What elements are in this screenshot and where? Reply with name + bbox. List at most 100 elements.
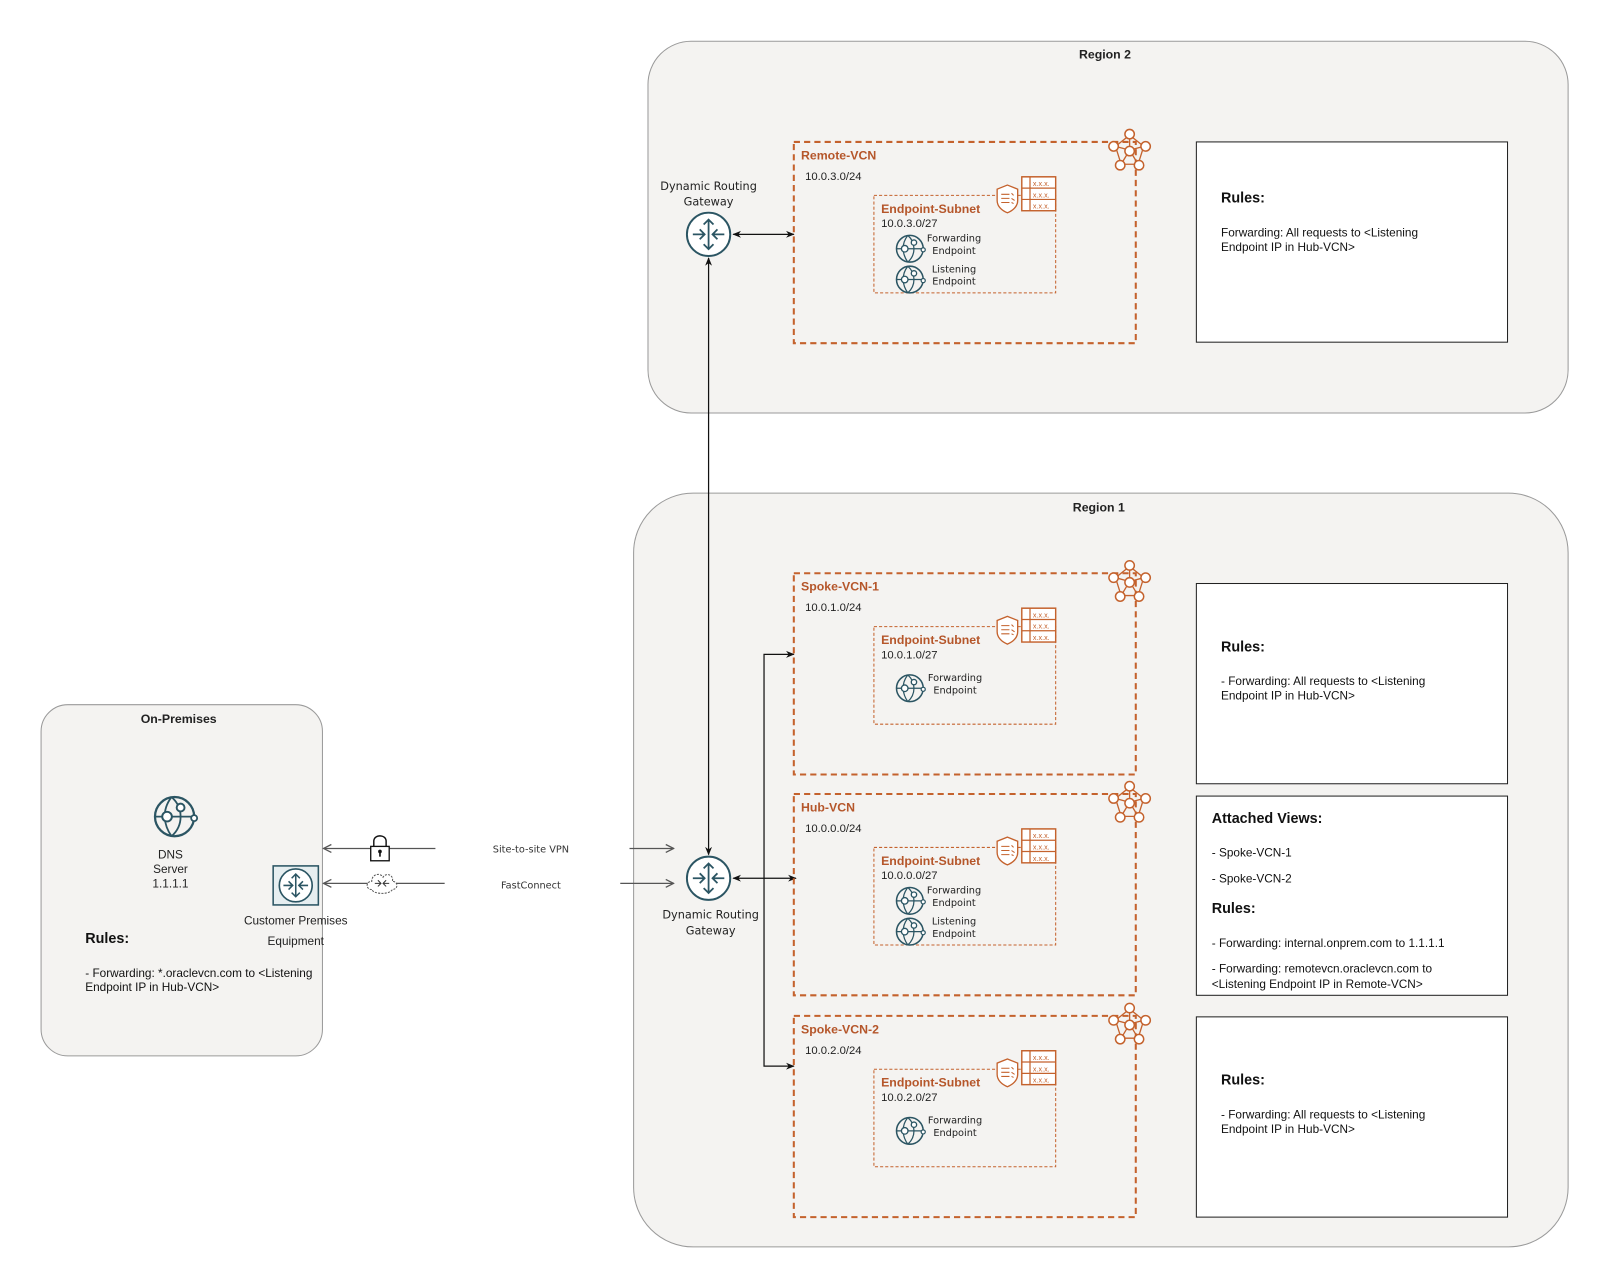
spoke-vcn-2-rules-panel: Rules: - Forwarding: All requests to <Li… <box>1195 1016 1509 1218</box>
security-list-shield-icon <box>996 836 1019 866</box>
svg-text:x.x.x.: x.x.x. <box>1033 855 1050 863</box>
vcn-name: Spoke-VCN-2 <box>801 1022 879 1036</box>
route-table-icon: x.x.x. x.x.x. x.x.x. <box>1021 828 1057 864</box>
lock-icon <box>370 835 390 862</box>
endpoint-label: Listening <box>932 916 976 927</box>
svg-text:x.x.x.: x.x.x. <box>1033 832 1050 840</box>
vcn-cidr: 10.0.1.0/24 <box>805 602 861 614</box>
vcn-name: Spoke-VCN-1 <box>801 580 879 594</box>
vcn-layer: Remote-VCN10.0.3.0/24Endpoint-Subnet10.0… <box>792 128 1152 1219</box>
security-list-shield-icon <box>996 1058 1019 1088</box>
rules-title: Rules: <box>1212 901 1256 917</box>
route-table-icon: x.x.x. x.x.x. x.x.x. <box>1021 607 1057 643</box>
vcn-boundary <box>792 140 1137 345</box>
cloud-icon <box>366 873 398 894</box>
on-premises-region: On-Premises DNS Server 1.1.1.1 Customer … <box>40 704 348 1057</box>
endpoint-label: Forwarding <box>927 886 981 897</box>
drg-region-2: Dynamic Routing Gateway <box>660 180 757 257</box>
remote-vcn: Remote-VCN10.0.3.0/24Endpoint-Subnet10.0… <box>792 128 1152 345</box>
on-premises-title: On-Premises <box>141 712 217 726</box>
subnet-name: Endpoint-Subnet <box>881 854 980 868</box>
region-2-title: Region 2 <box>1079 48 1131 62</box>
endpoint-subnet: Endpoint-Subnet10.0.0.0/27x.x.x.x.x.x.x.… <box>873 828 1057 946</box>
route-table-icon: x.x.x. x.x.x. x.x.x. <box>1021 176 1057 212</box>
endpoint-label-2: Endpoint <box>932 929 976 940</box>
rule-line: - Forwarding: internal.onprem.com to 1.1… <box>1212 936 1445 950</box>
subnet-name: Endpoint-Subnet <box>881 633 980 647</box>
route-table-icon: x.x.x. x.x.x. x.x.x. <box>1021 1050 1057 1086</box>
rule-line: Forwarding: All requests to <Listening <box>1221 225 1418 239</box>
endpoint-label: Forwarding <box>928 1116 982 1127</box>
svg-text:x.x.x.: x.x.x. <box>1033 634 1050 642</box>
endpoint-label-2: Endpoint <box>932 277 976 288</box>
rule-line: - Forwarding: All requests to <Listening <box>1221 1108 1425 1122</box>
rule-line: Endpoint IP in Hub-VCN> <box>1221 689 1355 703</box>
endpoint-subnet: Endpoint-Subnet10.0.2.0/27x.x.x.x.x.x.x.… <box>873 1050 1057 1168</box>
cpe-label-2: Equipment <box>268 934 325 948</box>
endpoint-label: Forwarding <box>928 673 982 684</box>
dns-server-label-2: Server <box>153 862 188 876</box>
drg-label-2: Gateway <box>684 196 734 209</box>
vpn-connection: Site-to-site VPN <box>323 835 673 862</box>
security-list-shield-icon <box>996 184 1019 214</box>
endpoint-label-2: Endpoint <box>933 1128 977 1139</box>
fastconnect-connection: FastConnect <box>323 873 673 894</box>
rule-line: - Forwarding: All requests to <Listening <box>1221 674 1425 688</box>
router-icon <box>272 865 320 906</box>
on-prem-rules-title: Rules: <box>85 931 129 947</box>
subnet-cidr: 10.0.2.0/27 <box>881 1092 937 1104</box>
vcn-name: Remote-VCN <box>801 148 876 162</box>
svg-text:x.x.x.: x.x.x. <box>1033 611 1050 619</box>
endpoint-label-2: Endpoint <box>932 898 976 909</box>
svg-text:x.x.x.: x.x.x. <box>1033 191 1050 199</box>
subnet-cidr: 10.0.1.0/27 <box>881 649 937 661</box>
fastconnect-label: FastConnect <box>501 881 561 892</box>
svg-text:x.x.x.: x.x.x. <box>1033 180 1050 188</box>
vcn-boundary <box>792 1014 1137 1219</box>
svg-text:x.x.x.: x.x.x. <box>1033 843 1050 851</box>
vcn-boundary <box>792 572 1137 776</box>
attached-view: - Spoke-VCN-2 <box>1212 871 1292 885</box>
endpoint-label: Listening <box>932 264 976 275</box>
endpoint-label-2: Endpoint <box>933 685 977 696</box>
cpe-label: Customer Premises <box>244 913 348 927</box>
svg-text:x.x.x.: x.x.x. <box>1033 203 1050 211</box>
spoke-vcn-2: Spoke-VCN-210.0.2.0/24Endpoint-Subnet10.… <box>792 1002 1152 1219</box>
endpoint-subnet: Endpoint-Subnet10.0.1.0/27x.x.x.x.x.x.x.… <box>873 607 1057 725</box>
drg-label: Dynamic Routing <box>660 180 757 193</box>
rule-line: - Forwarding: remotevcn.oraclevcn.com to <box>1212 962 1433 976</box>
subnet-cidr: 10.0.3.0/27 <box>881 218 937 230</box>
security-list-shield-icon <box>996 615 1019 645</box>
svg-text:x.x.x.: x.x.x. <box>1033 1065 1050 1073</box>
vcn-name: Hub-VCN <box>801 800 855 814</box>
subnet-name: Endpoint-Subnet <box>881 1076 980 1090</box>
drg-region-1: Dynamic Routing Gateway <box>662 855 759 938</box>
rule-line: <Listening Endpoint IP in Remote-VCN> <box>1212 977 1423 991</box>
endpoint-label-2: Endpoint <box>932 246 976 257</box>
on-prem-rule-line: Endpoint IP in Hub-VCN> <box>85 980 219 994</box>
drg-label: Dynamic Routing <box>662 908 759 921</box>
endpoint-label: Forwarding <box>927 234 981 245</box>
dns-server-ip: 1.1.1.1 <box>152 876 188 890</box>
drg-label-2: Gateway <box>686 925 736 938</box>
attached-views-title: Attached Views: <box>1212 811 1323 827</box>
drg-links <box>705 230 797 1070</box>
rules-title: Rules: <box>1221 1073 1265 1089</box>
endpoint-subnet: Endpoint-Subnet10.0.3.0/27x.x.x.x.x.x.x.… <box>873 176 1057 294</box>
region-1-title: Region 1 <box>1073 501 1125 515</box>
svg-text:x.x.x.: x.x.x. <box>1033 1054 1050 1062</box>
svg-text:x.x.x.: x.x.x. <box>1033 623 1050 631</box>
vpn-label: Site-to-site VPN <box>493 845 569 856</box>
hub-vcn: Hub-VCN10.0.0.0/24Endpoint-Subnet10.0.0.… <box>792 780 1152 997</box>
svg-text:x.x.x.: x.x.x. <box>1033 1077 1050 1085</box>
dynamic-routing-gateway-icon <box>685 211 732 257</box>
attached-view: - Spoke-VCN-1 <box>1212 846 1292 860</box>
dns-server-label: DNS <box>158 848 183 862</box>
